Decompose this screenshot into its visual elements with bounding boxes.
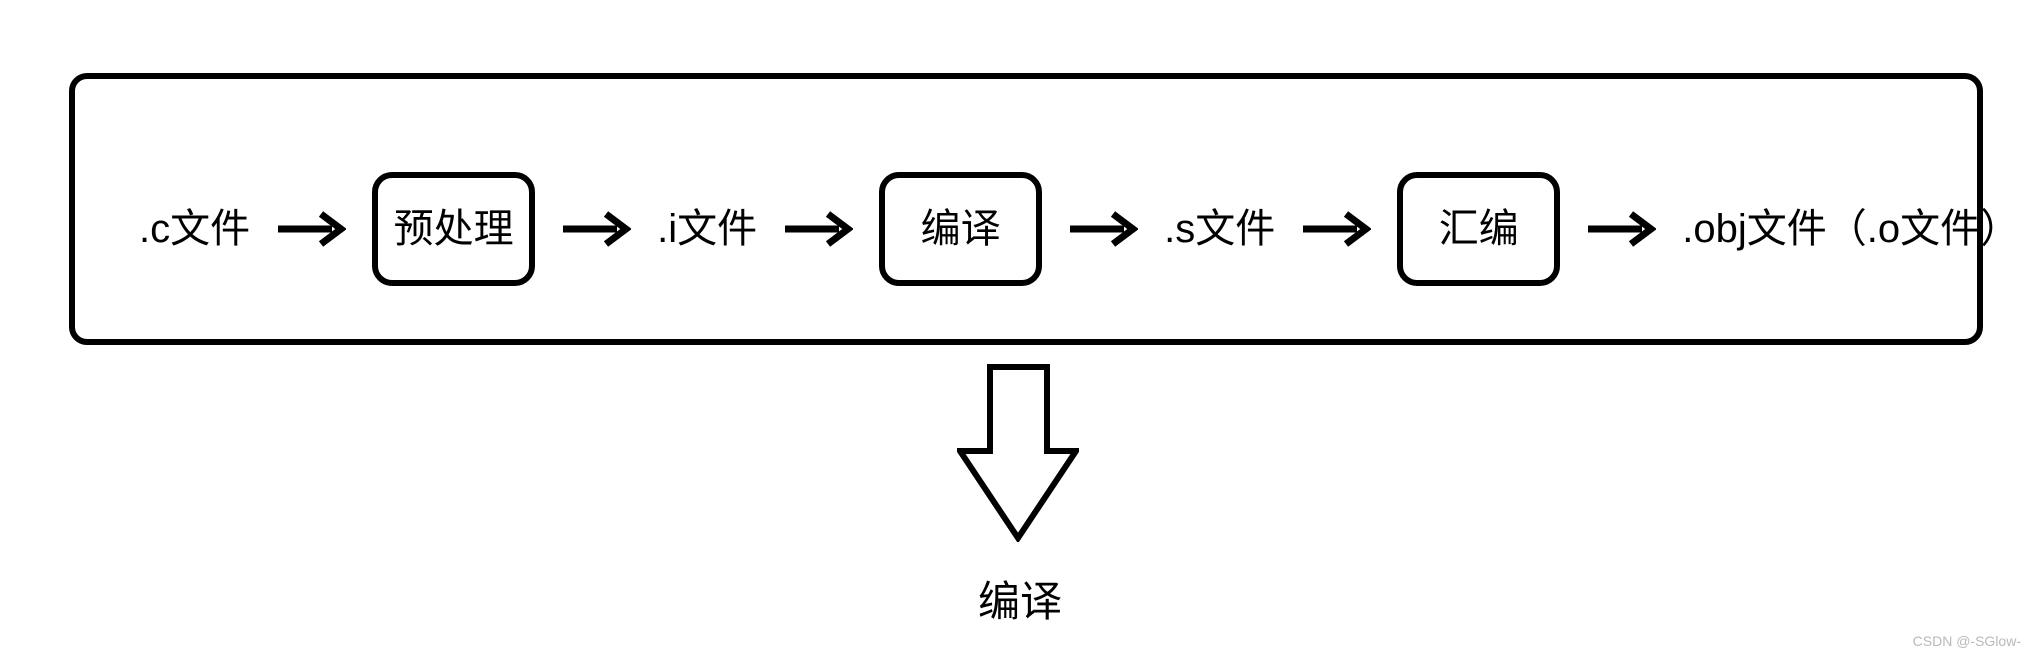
right-arrow-icon — [1070, 211, 1139, 247]
watermark-text: CSDN @-SGlow- — [1912, 633, 2021, 649]
box-compile-label: 编译 — [920, 207, 1001, 251]
right-arrow-icon — [563, 211, 632, 247]
right-arrow-icon — [1588, 211, 1657, 247]
pipeline-flow-row: .c文件 预处理 .i文件 编译 — [139, 172, 2020, 286]
box-preprocess: 预处理 — [372, 172, 536, 286]
bottom-compile-label: 编译 — [977, 578, 1062, 625]
box-assemble-label: 汇编 — [1438, 207, 1519, 251]
box-compile: 编译 — [879, 172, 1043, 286]
box-preprocess-label: 预处理 — [393, 207, 514, 251]
down-block-arrow-icon — [957, 364, 1079, 542]
right-arrow-icon — [278, 211, 347, 247]
label-s-file: .s文件 — [1164, 207, 1276, 251]
right-arrow-icon — [1303, 211, 1372, 247]
box-assemble: 汇编 — [1397, 172, 1561, 286]
label-c-file: .c文件 — [139, 207, 251, 251]
label-i-file: .i文件 — [657, 207, 758, 251]
pipeline-container-box: .c文件 预处理 .i文件 编译 — [69, 73, 2020, 345]
right-arrow-icon — [785, 211, 854, 247]
label-obj-file: .obj文件（.o文件） — [1682, 207, 2021, 251]
